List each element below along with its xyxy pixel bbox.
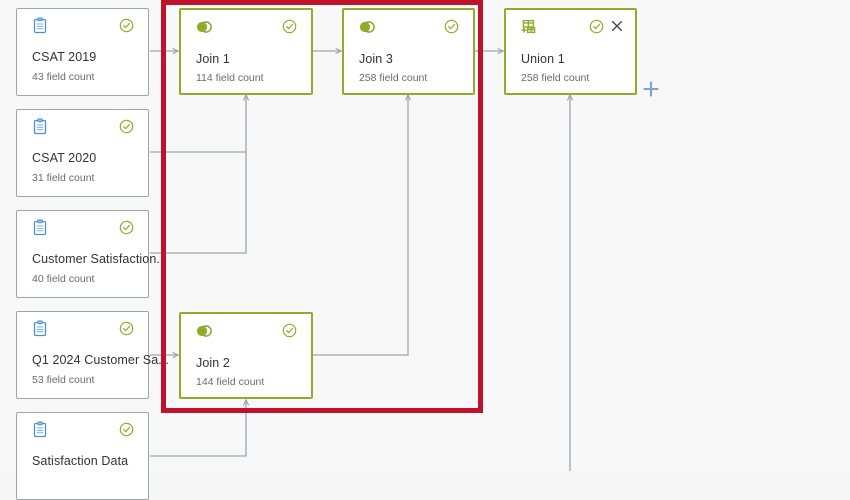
node-field-count: 31 field count bbox=[32, 172, 95, 184]
union-icon bbox=[520, 18, 538, 36]
node-field-count: 53 field count bbox=[32, 374, 95, 386]
node-field-count: 258 field count bbox=[521, 72, 590, 84]
node-title: Union 1 bbox=[521, 52, 565, 66]
check-circle-icon bbox=[282, 323, 297, 338]
source-node-csat-2020[interactable]: CSAT 2020 31 field count bbox=[16, 109, 149, 197]
check-circle-icon bbox=[119, 119, 134, 134]
node-field-count: 40 field count bbox=[32, 273, 95, 285]
source-node-q1-2024-customer-satisfaction[interactable]: Q1 2024 Customer Sa... 53 field count bbox=[16, 311, 169, 399]
node-header bbox=[181, 10, 311, 36]
node-header bbox=[17, 110, 148, 136]
clipboard-icon bbox=[31, 118, 49, 136]
node-field-count: 43 field count bbox=[32, 71, 95, 83]
check-circle-icon bbox=[119, 321, 134, 336]
node-header bbox=[17, 312, 148, 338]
operation-node-join-1[interactable]: Join 1 114 field count bbox=[179, 8, 313, 95]
node-title: CSAT 2020 bbox=[32, 151, 97, 165]
join-icon bbox=[195, 322, 213, 340]
clipboard-icon bbox=[31, 17, 49, 35]
source-node-csat-2019[interactable]: CSAT 2019 43 field count bbox=[16, 8, 149, 96]
node-field-count: 258 field count bbox=[359, 72, 428, 84]
close-icon[interactable] bbox=[610, 19, 624, 33]
check-circle-icon bbox=[589, 19, 604, 34]
operation-node-join-3[interactable]: Join 3 258 field count bbox=[342, 8, 475, 95]
operation-node-union-1[interactable]: Union 1 258 field count bbox=[504, 8, 637, 95]
node-title: CSAT 2019 bbox=[32, 50, 97, 64]
node-header bbox=[506, 10, 635, 36]
node-title: Join 3 bbox=[359, 52, 393, 66]
plus-icon bbox=[643, 81, 659, 97]
join-icon bbox=[195, 18, 213, 36]
node-field-count: 114 field count bbox=[196, 72, 264, 84]
node-title: Join 2 bbox=[196, 356, 230, 370]
clipboard-icon bbox=[31, 219, 49, 237]
node-header bbox=[17, 211, 148, 237]
node-header bbox=[181, 314, 311, 340]
source-node-customer-satisfaction[interactable]: Customer Satisfaction... 40 field count bbox=[16, 210, 167, 298]
node-title: Q1 2024 Customer Sa... bbox=[32, 353, 169, 367]
node-header bbox=[344, 10, 473, 36]
node-title: Satisfaction Data bbox=[32, 454, 129, 468]
node-title: Customer Satisfaction... bbox=[32, 252, 168, 266]
add-step-button[interactable] bbox=[642, 80, 660, 98]
check-circle-icon bbox=[119, 422, 134, 437]
clipboard-icon bbox=[31, 320, 49, 338]
check-circle-icon bbox=[119, 18, 134, 33]
join-icon bbox=[358, 18, 376, 36]
node-field-count: 144 field count bbox=[196, 376, 265, 388]
node-title: Join 1 bbox=[196, 52, 230, 66]
node-header bbox=[17, 9, 148, 35]
check-circle-icon bbox=[444, 19, 459, 34]
source-node-satisfaction-data[interactable]: Satisfaction Data bbox=[16, 412, 149, 500]
node-header bbox=[17, 413, 148, 439]
operation-node-join-2[interactable]: Join 2 144 field count bbox=[179, 312, 313, 399]
check-circle-icon bbox=[119, 220, 134, 235]
clipboard-icon bbox=[31, 421, 49, 439]
check-circle-icon bbox=[282, 19, 297, 34]
